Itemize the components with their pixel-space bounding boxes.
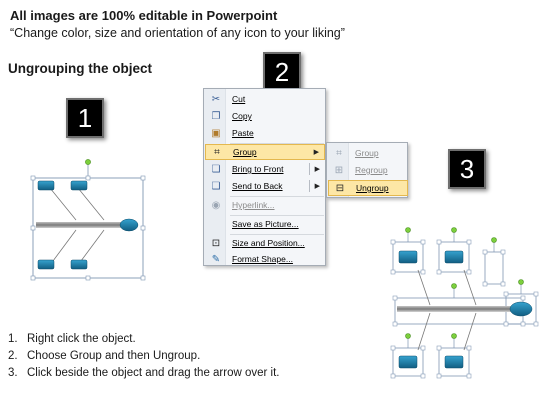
- resize-handles[interactable]: [390, 239, 539, 379]
- cause-box[interactable]: [444, 355, 464, 369]
- size-position-icon: ⊡: [211, 237, 221, 249]
- cause-box[interactable]: [398, 355, 418, 369]
- rotate-handle[interactable]: [85, 159, 91, 165]
- rotate-handles[interactable]: [405, 227, 524, 339]
- menu-item-group[interactable]: ⌗ Group ▶: [205, 144, 325, 160]
- menu-item-send-to-back[interactable]: ❑ Send to Back ▶: [205, 178, 325, 194]
- header-subtitle: “Change color, size and orientation of a…: [10, 26, 345, 40]
- instructions-list: 1.Right click the object. 2.Choose Group…: [8, 331, 280, 382]
- hyperlink-icon: ◉: [211, 199, 221, 211]
- regroup-icon: ⊞: [334, 164, 344, 176]
- fishbone-spine: [36, 222, 128, 228]
- menu-item-copy[interactable]: ❐ Copy: [205, 108, 325, 124]
- header-title: All images are 100% editable in Powerpoi…: [10, 8, 278, 23]
- cause-box: [37, 180, 55, 191]
- group-submenu: ⌗ Group ⊞ Regroup ⊟ Ungroup: [326, 142, 408, 198]
- cause-box: [37, 259, 55, 270]
- bring-to-front-icon: ❏: [211, 163, 221, 175]
- instruction-item: 1.Right click the object.: [8, 333, 136, 345]
- step-1-badge: 1: [66, 98, 104, 138]
- group-icon: ⌗: [336, 147, 342, 159]
- submenu-arrow-icon: ▶: [314, 183, 320, 190]
- fishbone-spine: [397, 306, 511, 312]
- resize-handles[interactable]: [30, 175, 146, 281]
- copy-icon: ❐: [211, 110, 221, 122]
- format-shape-icon: ✎: [211, 253, 221, 265]
- cause-box: [70, 259, 88, 270]
- context-menu: ✂ Cut ❐ Copy ▣ Paste ⌗ Group ▶ ❏ Bring t…: [203, 88, 326, 266]
- submenu-item-ungroup[interactable]: ⊟ Ungroup: [328, 180, 408, 196]
- cause-box[interactable]: [444, 250, 464, 264]
- submenu-arrow-icon: ▶: [313, 149, 319, 156]
- menu-item-paste[interactable]: ▣ Paste: [205, 125, 325, 141]
- menu-item-bring-to-front[interactable]: ❏ Bring to Front ▶: [205, 161, 325, 177]
- instruction-item: 2.Choose Group and then Ungroup.: [8, 350, 201, 362]
- effect-ellipse[interactable]: [509, 301, 533, 317]
- cause-box: [70, 180, 88, 191]
- section-title: Ungrouping the object: [8, 61, 152, 76]
- menu-item-size-and-position[interactable]: ⊡ Size and Position...: [205, 235, 325, 251]
- menu-item-hyperlink[interactable]: ◉ Hyperlink...: [205, 197, 325, 213]
- submenu-arrow-icon: ▶: [314, 166, 320, 173]
- ungrouped-fishbone-diagram[interactable]: [388, 226, 554, 382]
- grouped-fishbone-diagram[interactable]: [20, 158, 160, 284]
- group-icon: ⌗: [214, 146, 220, 158]
- cause-box[interactable]: [398, 250, 418, 264]
- step-2-badge: 2: [263, 52, 301, 92]
- step-3-badge: 3: [448, 149, 486, 189]
- menu-item-save-as-picture[interactable]: Save as Picture...: [232, 219, 299, 229]
- submenu-item-regroup[interactable]: ⊞ Regroup: [328, 162, 408, 178]
- paste-icon: ▣: [211, 127, 221, 139]
- ungroup-icon: ⊟: [335, 182, 345, 194]
- submenu-item-group[interactable]: ⌗ Group: [328, 145, 408, 161]
- menu-item-format-shape[interactable]: ✎ Format Shape...: [205, 251, 325, 267]
- effect-ellipse: [119, 218, 139, 232]
- send-to-back-icon: ❑: [211, 180, 221, 192]
- instruction-item: 3.Click beside the object and drag the a…: [8, 367, 280, 379]
- scissors-icon: ✂: [211, 93, 221, 105]
- menu-item-cut[interactable]: ✂ Cut: [205, 91, 325, 107]
